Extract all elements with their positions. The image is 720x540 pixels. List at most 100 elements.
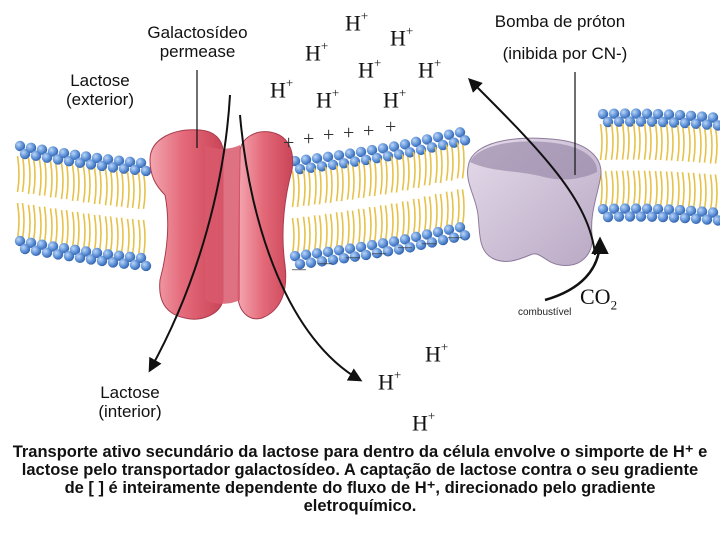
lipid-tail xyxy=(293,171,295,207)
lipid-tail xyxy=(463,189,465,225)
lipid-tail xyxy=(34,205,36,241)
negative-charge-sign: — xyxy=(422,236,436,252)
lipid-tail xyxy=(128,172,130,208)
lipid-tail xyxy=(441,147,443,183)
lipid-tail xyxy=(106,169,108,205)
lipid-tail xyxy=(617,171,619,207)
lipid-tail xyxy=(397,203,399,239)
lipid-tail xyxy=(326,214,328,250)
h-plus-ion: H+ xyxy=(316,87,339,113)
lipid-tail xyxy=(331,214,333,250)
lipid-tail xyxy=(452,145,454,181)
lipid-tail xyxy=(364,209,366,245)
lipid-tail xyxy=(441,194,443,230)
lipid-tail xyxy=(628,171,630,207)
co2-label: CO2 xyxy=(580,284,617,313)
lipid-tail xyxy=(601,124,603,160)
h-plus-ion: H+ xyxy=(358,57,381,83)
lipid-tail xyxy=(408,154,410,190)
lipid-tail xyxy=(23,156,25,192)
lipid-tail xyxy=(436,147,438,183)
lipid-tail xyxy=(304,217,306,253)
negative-charge-sign: — xyxy=(346,250,360,266)
lipid-tail xyxy=(639,124,641,160)
lipid-head xyxy=(306,258,316,268)
lipid-tail xyxy=(612,124,614,160)
lipid-tail xyxy=(309,170,311,206)
lipid-tail xyxy=(408,201,410,237)
lipid-tail xyxy=(315,215,317,251)
lipid-tail xyxy=(348,164,350,200)
lipid-tail xyxy=(348,211,350,247)
lipid-tail xyxy=(144,173,146,209)
negative-charge-sign: — xyxy=(372,246,386,262)
lipid-head xyxy=(141,261,151,271)
h-plus-ion: H+ xyxy=(305,40,328,66)
lipid-tail xyxy=(403,154,405,190)
lipid-tail xyxy=(95,215,97,251)
lipid-tail xyxy=(623,171,625,207)
lipid-tail xyxy=(73,212,75,248)
lipid-tail xyxy=(337,165,339,201)
lipid-tail xyxy=(370,207,372,243)
lipid-tail xyxy=(34,158,36,194)
lipid-tail xyxy=(381,158,383,194)
lipid-tail xyxy=(452,192,454,228)
lipid-tail xyxy=(375,160,377,196)
figure-caption: Transporte ativo secundário da lactose p… xyxy=(12,443,708,515)
lactose-interior-label: Lactose (interior) xyxy=(80,383,180,421)
h-plus-ion: H+ xyxy=(345,10,368,36)
lipid-tail xyxy=(612,171,614,207)
positive-charge-sign: + xyxy=(303,128,314,151)
lipid-tail xyxy=(628,124,630,160)
lipid-tail xyxy=(84,213,86,249)
lipid-tail xyxy=(392,203,394,239)
proton-pump-label: Bomba de próton xyxy=(480,12,640,31)
lipid-tail xyxy=(705,174,707,210)
lipid-tail xyxy=(716,127,718,163)
lipid-tail xyxy=(656,171,658,207)
lipid-tail xyxy=(650,171,652,207)
lipid-tail xyxy=(419,152,421,188)
lipid-tail xyxy=(315,168,317,204)
h-plus-ion-inside: H+ xyxy=(412,410,435,436)
lipid-tail xyxy=(689,173,691,209)
h-plus-ion-inside: H+ xyxy=(425,341,448,367)
positive-charge-sign: + xyxy=(343,122,354,145)
lipid-tail xyxy=(436,194,438,230)
lipid-tail xyxy=(100,168,102,204)
lipid-tail xyxy=(617,124,619,160)
lipid-tail xyxy=(133,219,135,255)
lipid-tail xyxy=(331,167,333,203)
lipid-tail xyxy=(425,149,427,185)
lipid-tail xyxy=(656,124,658,160)
lipid-tail xyxy=(62,210,64,246)
lipid-tail xyxy=(639,171,641,207)
proton-pump-protein xyxy=(468,138,601,265)
lipid-tail xyxy=(430,149,432,185)
lipid-tail xyxy=(683,125,685,161)
lipid-tail xyxy=(667,172,669,208)
lipid-head xyxy=(603,212,613,222)
lipid-tail xyxy=(403,201,405,237)
lipid-tail xyxy=(683,172,685,208)
lipid-tail xyxy=(392,156,394,192)
h-plus-ion: H+ xyxy=(383,87,406,113)
lipid-tail xyxy=(51,161,53,197)
lipid-tail xyxy=(678,125,680,161)
lipid-tail xyxy=(337,212,339,248)
negative-charge-sign: — xyxy=(398,240,412,256)
lipid-tail xyxy=(430,196,432,232)
lipid-tail xyxy=(447,145,449,181)
lipid-tail xyxy=(23,203,25,239)
lipid-tail xyxy=(122,218,124,254)
lipid-tail xyxy=(419,199,421,235)
lipid-tail xyxy=(694,173,696,209)
h-plus-ion: H+ xyxy=(390,25,413,51)
lipid-tail xyxy=(716,174,718,210)
lipid-tail xyxy=(133,172,135,208)
positive-charge-sign: + xyxy=(385,116,396,139)
lipid-tail xyxy=(645,171,647,207)
positive-charge-sign: + xyxy=(283,132,294,155)
lipid-tail xyxy=(320,168,322,204)
